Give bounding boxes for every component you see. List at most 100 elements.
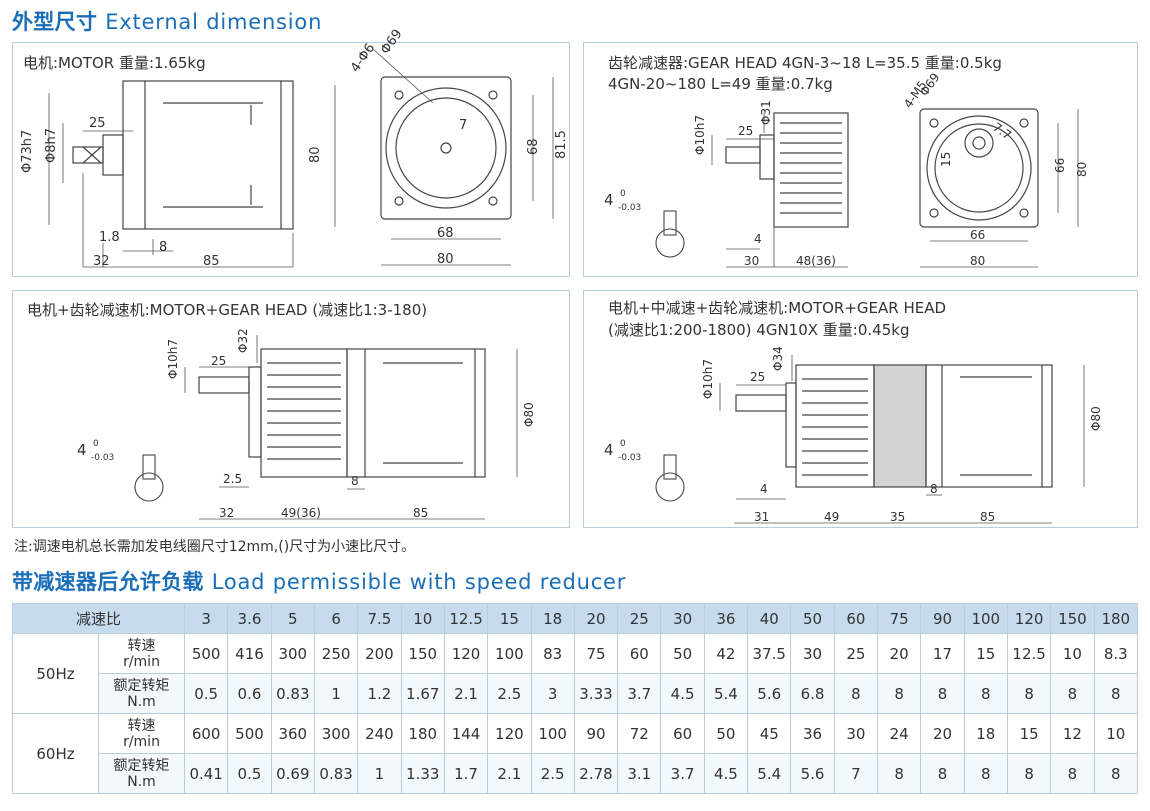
ratio-header-label: 减速比	[11, 603, 186, 634]
table-cell: 8	[920, 673, 965, 714]
table-cell: 3	[530, 673, 575, 714]
frequency-label: 60Hz	[12, 713, 99, 794]
mg-caption: 电机+齿轮减速机:MOTOR+GEAR HEAD (减速比1:3-180)	[27, 301, 428, 319]
mmg-caption-2: (减速比1:200-1800) 4GN10X 重量:0.45kg	[608, 321, 910, 339]
row-label: 额定转矩 N.m	[97, 673, 186, 714]
motor-dim-v68: 68	[526, 138, 541, 155]
ratio-header: 18	[530, 603, 575, 634]
table-cell: 5.6	[747, 673, 792, 714]
gear-caption-2: 4GN-20~180 L=49 重量:0.7kg	[608, 75, 833, 93]
table-cell: 37.5	[747, 633, 792, 674]
table-cell: 8	[1006, 753, 1052, 794]
table-cell: 8	[1050, 753, 1095, 794]
table-cell: 42	[703, 633, 749, 674]
gear-key-main: 4	[604, 191, 614, 209]
table-cell: 7	[833, 753, 879, 794]
ratio-header: 25	[617, 603, 662, 634]
table-cell: 360	[270, 713, 315, 754]
table-cell: 3.33	[573, 673, 619, 714]
table-cell: 17	[920, 633, 965, 674]
ratio-header: 12.5	[443, 603, 489, 634]
ratio-header: 90	[920, 603, 965, 634]
gear-dim-h80: 80	[970, 254, 985, 268]
table-cell: 0.5	[184, 673, 229, 714]
table-cell: 180	[400, 713, 445, 754]
mg-dim-e: 85	[413, 506, 428, 520]
ratio-header: 10	[400, 603, 445, 634]
motor-dim-hole: 4-Φ6	[348, 41, 378, 75]
table-cell: 20	[877, 633, 922, 674]
table-cell: 1.2	[357, 673, 402, 714]
table-cell: 30	[790, 633, 835, 674]
table-cell: 2.5	[487, 673, 532, 714]
gear-dim-a: 4	[754, 232, 762, 246]
table-cell: 2.1	[487, 753, 532, 794]
motor-dim-a: 1.8	[99, 230, 120, 245]
table-cell: 50	[703, 713, 749, 754]
panel-motor-gearhead: 电机+齿轮减速机:MOTOR+GEAR HEAD (减速比1:3-180) Φ1…	[12, 290, 570, 528]
motor-dim-h80: 80	[437, 252, 454, 267]
ratio-header: 3.6	[227, 603, 272, 634]
table-cell: 300	[313, 713, 359, 754]
table-cell: 24	[877, 713, 922, 754]
table-cell: 240	[357, 713, 402, 754]
ratio-header: 50	[790, 603, 835, 634]
mg-key-sub: -0.03	[91, 453, 114, 463]
mg-dim-key: 25	[211, 354, 226, 368]
table-cell: 18	[963, 713, 1008, 754]
table-cell: 250	[313, 633, 359, 674]
table-cell: 72	[617, 713, 662, 754]
table-cell: 60	[660, 713, 705, 754]
mmg-dim-shaft: Φ10h7	[701, 359, 715, 399]
gear-drawing: Φ10h7 Φ31 25 4 30 48(36) 4 0 -0.03 4-M5 …	[604, 70, 1089, 268]
mmg-dim-c: 31	[754, 510, 769, 524]
ratio-header: 3	[184, 603, 229, 634]
table-cell: 5.4	[747, 753, 792, 794]
mg-key-main: 4	[77, 441, 87, 459]
section-title-load-cn: 带减速器后允许负载	[12, 570, 204, 594]
mmg-dim-d80: Φ80	[1089, 406, 1103, 431]
table-cell: 8	[963, 753, 1008, 794]
gear-dim-c: 48(36)	[796, 254, 836, 268]
mg-dim-a: 2.5	[223, 472, 242, 486]
table-cell: 1	[357, 753, 402, 794]
ratio-header: 40	[747, 603, 792, 634]
motor-dim-key: 25	[89, 116, 106, 131]
table-cell: 8	[877, 673, 922, 714]
table-cell: 1	[313, 673, 359, 714]
mmg-drawing: Φ10h7 Φ34 25 Φ80 4 8 31 49 35 85 4 0 -0.…	[604, 346, 1103, 524]
panel-motor: 电机:MOTOR 重量:1.65kg Φ73h7 Φ8h7 25 80 1.8 …	[12, 27, 570, 277]
table-cell: 8	[1093, 673, 1139, 714]
table-cell: 150	[400, 633, 445, 674]
panel-gearhead: 齿轮减速器:GEAR HEAD 4GN-3~18 L=35.5 重量:0.5kg…	[583, 42, 1138, 277]
mg-drawing: Φ10h7 Φ32 25 Φ80 2.5 8 32 49(36) 85 4 0 …	[77, 328, 536, 520]
ratio-header: 6	[313, 603, 359, 634]
row-label: 额定转矩 N.m	[97, 753, 186, 794]
gear-dim-v66: 66	[1053, 158, 1067, 173]
motor-dim-c: 32	[93, 254, 110, 269]
gear-caption-1: 齿轮减速器:GEAR HEAD 4GN-3~18 L=35.5 重量:0.5kg	[608, 54, 1002, 72]
gear-dim-h66: 66	[970, 228, 985, 242]
ratio-header: 30	[660, 603, 705, 634]
table-cell: 0.5	[227, 753, 272, 794]
table-cell: 1.7	[443, 753, 489, 794]
mmg-dim-a: 4	[760, 482, 768, 496]
table-cell: 100	[530, 713, 575, 754]
table-cell: 300	[270, 633, 315, 674]
table-cell: 100	[487, 633, 532, 674]
table-cell: 500	[227, 713, 272, 754]
gear-dim-15: 15	[939, 152, 953, 167]
table-cell: 200	[357, 633, 402, 674]
mmg-dim-key: 25	[750, 370, 765, 384]
mmg-caption-1: 电机+中减速+齿轮减速机:MOTOR+GEAR HEAD	[608, 299, 947, 317]
mmg-key-main: 4	[604, 441, 614, 459]
gear-dim-b: 30	[744, 254, 759, 268]
table-cell: 2.1	[443, 673, 489, 714]
mmg-key-sup: 0	[620, 439, 626, 449]
